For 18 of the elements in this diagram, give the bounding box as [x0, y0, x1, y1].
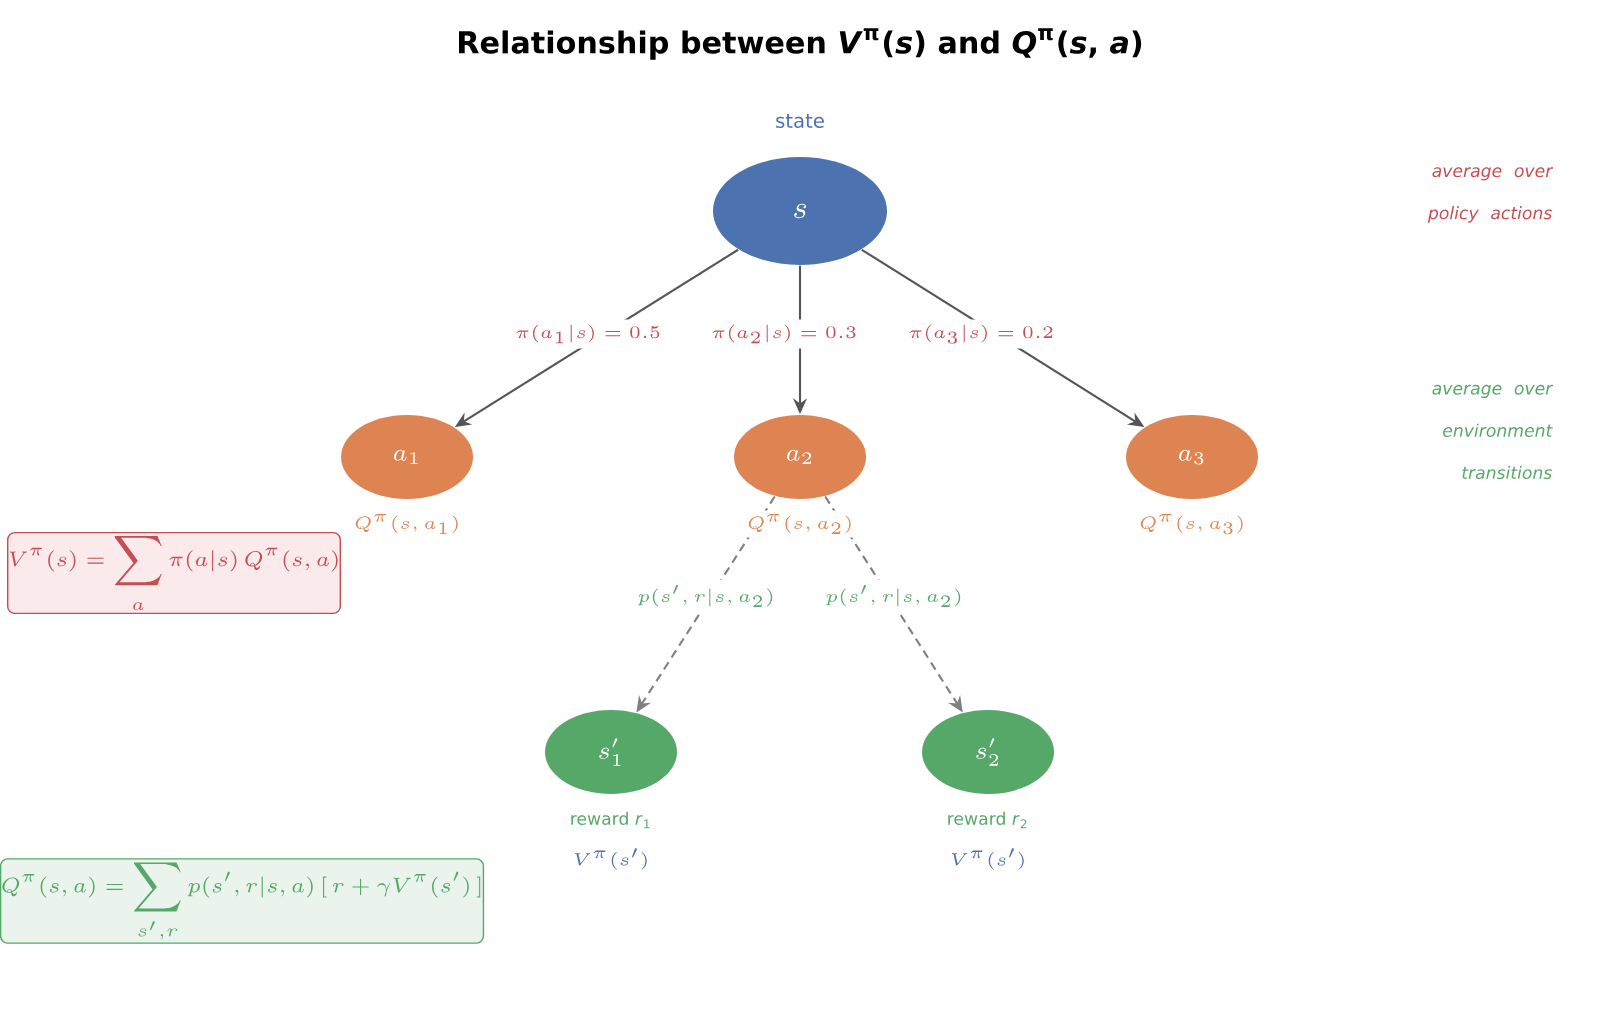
- edge-label: $p(s',r|s,a_2)$: [819, 579, 969, 613]
- edge-label: $\pi(a_2|s)=0.3$: [705, 319, 863, 349]
- node-caption: state: [771, 110, 829, 132]
- node-caption: $Q^{\pi}(s,a_3)$: [1135, 510, 1249, 538]
- note: average over policy actions: [1427, 167, 1554, 223]
- node-caption: reward r$_{1}$: [566, 808, 656, 832]
- node-caption: $V^{\pi}(s')$: [569, 844, 653, 874]
- node-caption: reward r$_{2}$: [943, 808, 1033, 832]
- edge-label: $\pi(a_1|s)=0.5$: [509, 319, 667, 349]
- edge-label: $\pi(a_3|s)=0.2$: [902, 319, 1060, 349]
- node-caption: $Q^{\pi}(s,a_2)$: [743, 510, 857, 538]
- formula-box: $Q^{\pi}(s,a)=\sum_{s',r}p(s',r|s,a)\,[\,r+\gamma V^{\pi}(s')\,]$: [0, 858, 485, 944]
- title: Relationship between V$^{π}$(s) and Q$^{π}$(s, a): [459, 28, 1142, 60]
- node-caption: $Q^{\pi}(s,a_1)$: [350, 510, 464, 538]
- edge-label: $p(s',r|s,a_2)$: [631, 579, 781, 613]
- node-caption: $V^{\pi}(s')$: [946, 844, 1030, 874]
- formula-box: $V^{\pi}(s)=\sum_{a}\pi(a|s)\,Q^{\pi}(s,a)$: [7, 531, 341, 615]
- note: average over environment transitions: [1432, 384, 1554, 480]
